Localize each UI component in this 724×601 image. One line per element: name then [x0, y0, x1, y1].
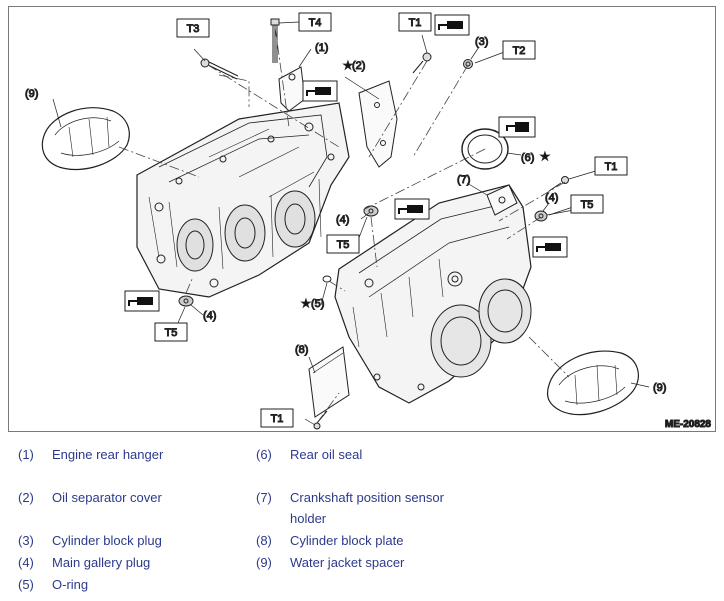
sealant-icon-left — [124, 290, 160, 312]
callout-4-right: (4) — [545, 192, 558, 204]
sealant-icon-right — [532, 236, 568, 258]
callout-1: (1) — [315, 42, 328, 54]
legend-label: Crankshaft position sensor holder — [290, 490, 444, 526]
main-gallery-plug-left — [178, 295, 194, 307]
cylinder-block-plug — [463, 59, 473, 69]
rear-oil-seal — [461, 128, 509, 170]
assembly-axis-lines — [118, 26, 570, 424]
svg-text:T5: T5 — [165, 327, 178, 339]
torque-tag-t3: T3 — [176, 18, 210, 38]
legend-label: Water jacket spacer — [290, 555, 405, 570]
torque-tag-t1-right: T1 — [594, 156, 628, 176]
legend-number: (9) — [256, 555, 272, 570]
legend-label: Rear oil seal — [290, 447, 363, 462]
legend-number: (4) — [18, 555, 34, 570]
left-cylinder-block-half — [136, 66, 350, 298]
callout-star-6: ★ — [540, 151, 550, 163]
svg-text:T2: T2 — [513, 45, 526, 57]
legend-number: (5) — [18, 577, 34, 592]
callout-3: (3) — [475, 36, 488, 48]
water-jacket-spacer-right — [546, 350, 639, 416]
svg-text:T1: T1 — [409, 17, 422, 29]
callout-7: (7) — [457, 174, 470, 186]
legend-label: Engine rear hanger — [52, 447, 164, 462]
callout-star-5: ★ — [301, 298, 311, 310]
oil-application-icon — [498, 116, 536, 138]
callout-4-left: (4) — [203, 310, 216, 322]
callout-4-mid: (4) — [336, 214, 349, 226]
bolt-t1-right — [548, 176, 569, 192]
sealant-icon-top — [434, 14, 470, 36]
bolt-t4 — [270, 18, 280, 63]
legend-number: (1) — [18, 447, 34, 462]
parts-legend: (1) Engine rear hanger (6) Rear oil seal… — [0, 444, 724, 601]
o-ring — [322, 275, 332, 283]
callout-9-right: (9) — [653, 382, 666, 394]
legend-label: Cylinder block plug — [52, 533, 162, 548]
torque-tag-t5-mid: T5 — [326, 234, 360, 254]
callout-6: (6) — [521, 152, 534, 164]
callout-9-left: (9) — [25, 88, 38, 100]
legend-number: (2) — [18, 490, 34, 505]
svg-text:T3: T3 — [187, 23, 200, 35]
svg-text:T5: T5 — [337, 239, 350, 251]
sealant-icon-hanger — [302, 80, 338, 102]
legend-label: Oil separator cover — [52, 490, 162, 505]
torque-tag-t5-right: T5 — [570, 194, 604, 214]
callout-8: (8) — [295, 344, 308, 356]
legend-number: (3) — [18, 533, 34, 548]
legend-number: (8) — [256, 533, 272, 548]
legend-label: Cylinder block plate — [290, 533, 404, 548]
torque-tag-t1-bottom: T1 — [260, 408, 294, 428]
torque-tag-t1-top: T1 — [398, 12, 432, 32]
svg-text:T5: T5 — [581, 199, 594, 211]
callout-5: (5) — [311, 298, 324, 310]
water-jacket-spacer-left — [41, 107, 130, 171]
cylinder-block-plate — [308, 346, 350, 418]
torque-tag-t4: T4 — [298, 12, 332, 32]
callout-star-2: ★ — [343, 60, 353, 72]
torque-tag-t5-left: T5 — [154, 322, 188, 342]
exploded-diagram-figure: (1) ★ (2) (3) (6) ★ (7) (4) (4) (4) ★ (5… — [8, 6, 716, 432]
svg-text:T1: T1 — [605, 161, 618, 173]
callout-2: (2) — [352, 60, 365, 72]
bolt-t3 — [200, 58, 239, 80]
right-cylinder-block-half — [334, 184, 532, 404]
legend-number: (6) — [256, 447, 272, 462]
figure-id-label: ME-20828 — [665, 419, 712, 430]
legend-number: (7) — [256, 490, 272, 505]
svg-text:T1: T1 — [271, 413, 284, 425]
legend-label: Main gallery plug — [52, 555, 151, 570]
oil-separator-cover — [358, 80, 398, 168]
bolt-t1-top — [412, 52, 432, 74]
torque-tag-t2: T2 — [502, 40, 536, 60]
cylinder-block-exploded-view: (1) ★ (2) (3) (6) ★ (7) (4) (4) (4) ★ (5… — [25, 12, 712, 431]
sealant-icon-mid — [394, 198, 430, 220]
svg-text:T4: T4 — [309, 17, 322, 29]
legend-label: O-ring — [52, 577, 89, 592]
main-gallery-plug-mid — [363, 205, 379, 217]
